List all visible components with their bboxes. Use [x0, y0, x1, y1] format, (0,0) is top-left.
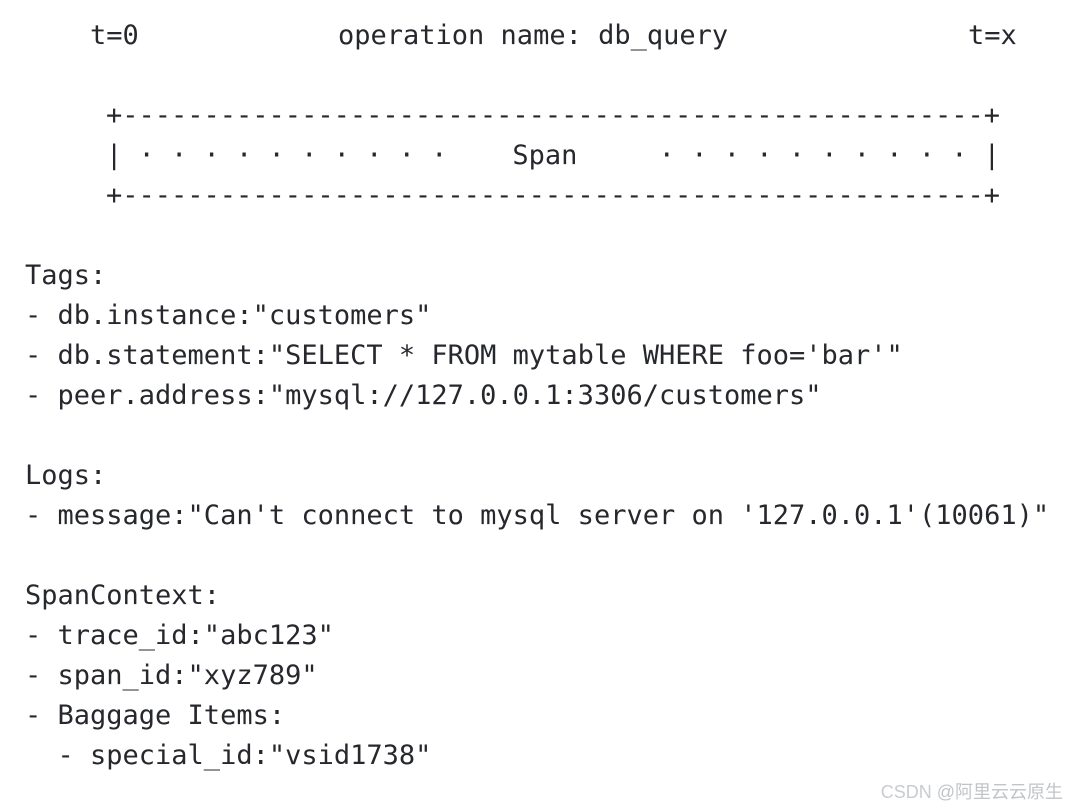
span-context-item-special-id: - special_id:"vsid1738" [25, 740, 432, 771]
logs-heading: Logs: [25, 460, 107, 491]
span-box: +---------------------------------------… [106, 96, 1000, 216]
span-context-item-baggage-items: - Baggage Items: [25, 700, 286, 731]
tag-item-peer-address: - peer.address:"mysql://127.0.0.1:3306/c… [25, 380, 822, 411]
logs-section: Logs: - message:"Can't connect to mysql … [25, 456, 1049, 536]
csdn-watermark-brand: CSDN [880, 782, 937, 802]
timeline-start-label: t=0 [90, 20, 139, 51]
span-context-section: SpanContext: - trace_id:"abc123" - span_… [25, 576, 431, 776]
span-context-heading: SpanContext: [25, 580, 221, 611]
span-context-item-trace-id: - trace_id:"abc123" [25, 620, 334, 651]
timeline-header: t=0 operation name: db_query t=x [0, 16, 1080, 56]
csdn-watermark-handle: @阿里云云原生 [936, 782, 1063, 802]
csdn-watermark: CSDN @阿里云云原生 [881, 781, 1063, 803]
operation-name-label: operation name: db_query [338, 20, 729, 51]
span-box-bottom-border: +---------------------------------------… [106, 180, 1001, 211]
span-box-label-line: | · · · · · · · · · · Span · · · · · · ·… [106, 140, 1001, 171]
timeline-end-label: t=x [968, 20, 1017, 51]
tags-section: Tags: - db.instance:"customers" - db.sta… [25, 256, 903, 416]
span-context-item-span-id: - span_id:"xyz789" [25, 660, 318, 691]
tags-heading: Tags: [25, 260, 107, 291]
log-item-message: - message:"Can't connect to mysql server… [25, 500, 1050, 531]
tag-item-db-statement: - db.statement:"SELECT * FROM mytable WH… [25, 340, 903, 371]
tag-item-db-instance: - db.instance:"customers" [25, 300, 432, 331]
span-box-top-border: +---------------------------------------… [106, 100, 1001, 131]
